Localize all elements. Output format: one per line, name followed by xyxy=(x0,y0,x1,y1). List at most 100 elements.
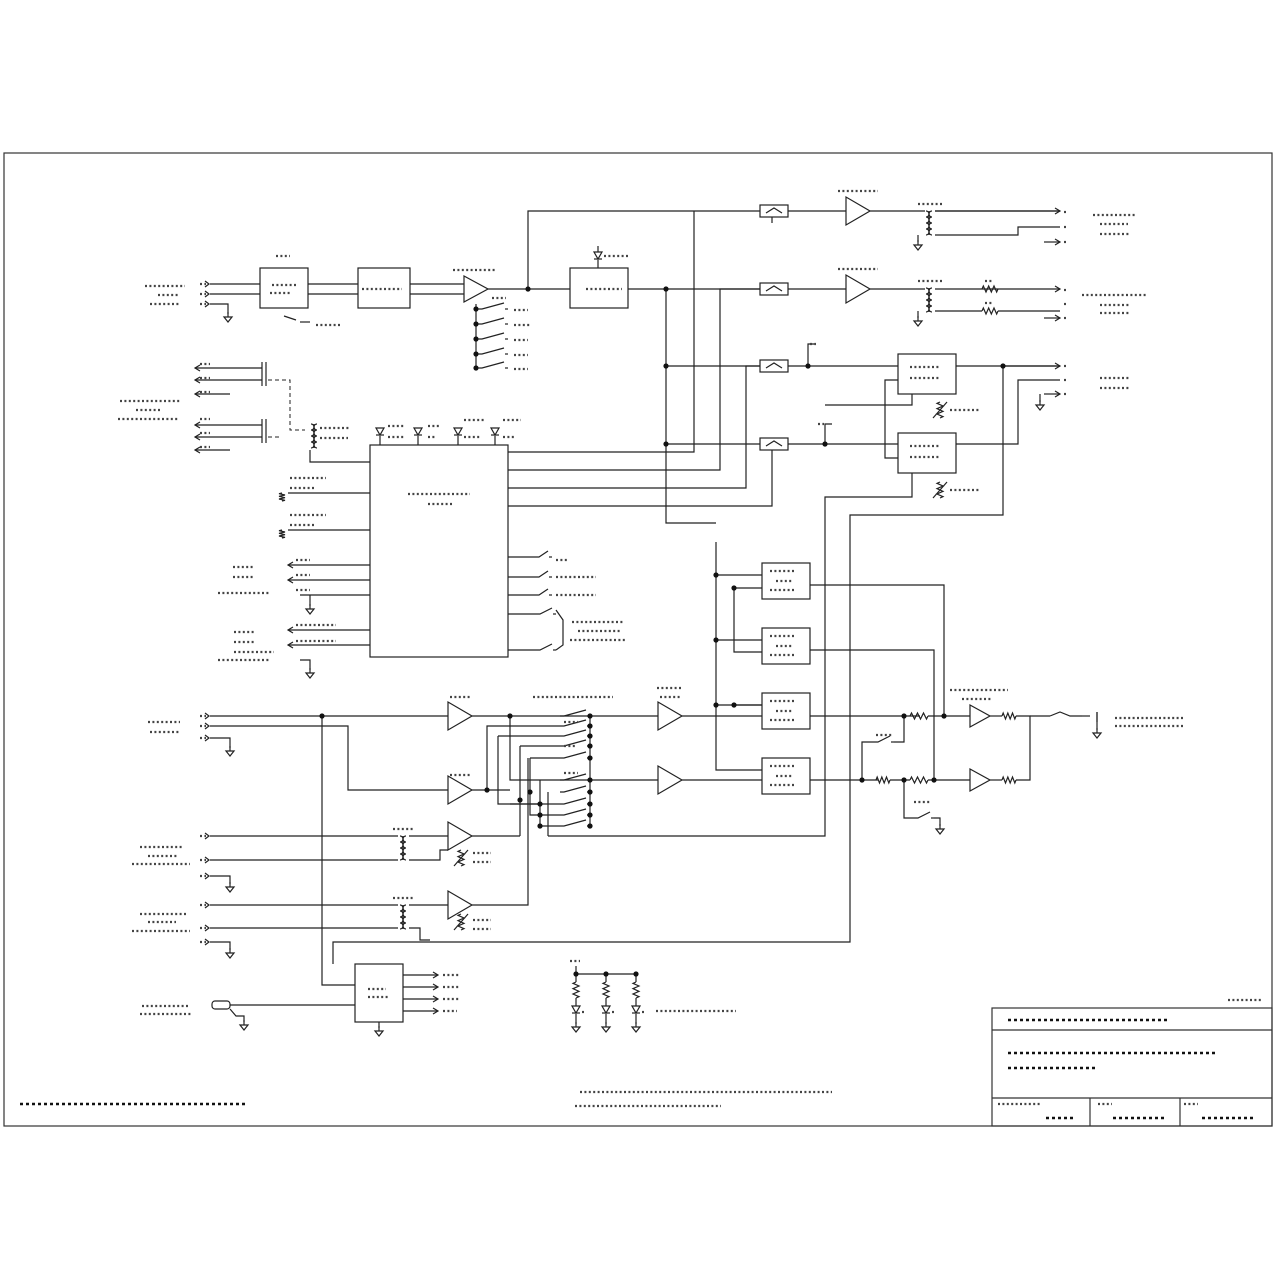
switch-symbol xyxy=(560,797,587,805)
arrow-head xyxy=(286,561,294,569)
junction-dot xyxy=(517,797,523,803)
resistor-symbol xyxy=(1001,711,1017,721)
switch-symbol xyxy=(560,819,587,827)
arrow-head xyxy=(193,446,201,454)
wire xyxy=(548,473,913,837)
arrow-head xyxy=(1054,390,1062,398)
wire xyxy=(508,288,760,471)
wire xyxy=(309,450,370,463)
wire xyxy=(1049,711,1082,717)
junction-dot xyxy=(473,306,479,312)
wire xyxy=(472,758,529,906)
junction-dot xyxy=(663,441,669,447)
transformer-coil xyxy=(399,904,404,930)
arrow-head xyxy=(1054,238,1062,246)
input-connector xyxy=(204,856,210,864)
block-box xyxy=(761,627,811,665)
amplifier-symbol xyxy=(463,274,490,304)
led-symbol xyxy=(630,1005,642,1015)
wire xyxy=(210,941,231,950)
potentiometer-arrow xyxy=(932,481,948,499)
junction-dot xyxy=(663,363,669,369)
ground-symbol xyxy=(570,1026,582,1033)
wire xyxy=(409,927,430,941)
junction-dot xyxy=(713,702,719,708)
arrow-head xyxy=(1054,314,1062,322)
arrow-head xyxy=(432,1007,440,1015)
junction-dot xyxy=(941,713,947,719)
transformer-coil xyxy=(925,287,930,313)
junction-dot xyxy=(931,777,937,783)
switch-symbol xyxy=(478,302,505,310)
ground-symbol xyxy=(224,886,236,893)
wire xyxy=(508,444,773,507)
wire xyxy=(894,716,905,743)
amplifier-symbol xyxy=(657,700,684,732)
switch-symbol xyxy=(560,773,587,781)
amplifier-symbol xyxy=(969,767,992,793)
transformer-coil xyxy=(402,904,407,930)
wire xyxy=(486,725,560,790)
switch-symbol xyxy=(874,735,891,743)
relay-contact xyxy=(765,207,783,214)
junction-dot xyxy=(484,787,490,793)
wire xyxy=(210,737,231,748)
wire xyxy=(935,226,1060,236)
led-symbol xyxy=(570,1005,582,1015)
led-symbol xyxy=(374,427,386,437)
junction-dot xyxy=(537,812,543,818)
junction-dot xyxy=(731,585,737,591)
title-block-frame xyxy=(991,1007,1273,1127)
junction-dot xyxy=(587,812,593,818)
wire xyxy=(332,366,1004,964)
junction-dot xyxy=(713,637,719,643)
junction-dot xyxy=(473,351,479,357)
arrow-head xyxy=(286,626,294,634)
switch-symbol xyxy=(560,785,587,793)
input-connector xyxy=(204,280,210,288)
ground-symbol xyxy=(1091,732,1103,739)
junction-dot xyxy=(822,441,828,447)
ground-symbol xyxy=(373,1030,385,1037)
arrow-head xyxy=(1054,285,1062,293)
transformer-coil xyxy=(928,210,933,236)
wire xyxy=(903,780,914,819)
transformer-coil xyxy=(313,423,318,449)
amplifier-symbol xyxy=(447,820,474,852)
resistor-symbol xyxy=(631,981,641,999)
ground-symbol xyxy=(1034,404,1046,411)
wire xyxy=(229,1008,245,1022)
resistor-symbol xyxy=(278,492,286,502)
junction-dot xyxy=(587,755,593,761)
switch-symbol xyxy=(535,570,549,578)
ground-symbol xyxy=(222,316,234,323)
ground-symbol xyxy=(238,1024,250,1031)
components xyxy=(193,195,1103,1037)
switch-symbol xyxy=(560,719,587,727)
junction-dot xyxy=(587,789,593,795)
sheet-frame xyxy=(3,152,1273,1127)
ground-symbol xyxy=(224,952,236,959)
block-box xyxy=(259,267,309,309)
wire xyxy=(810,584,945,716)
amplifier-symbol xyxy=(969,703,992,729)
switch-symbol xyxy=(914,811,931,819)
wire xyxy=(283,315,297,321)
wire xyxy=(824,423,832,444)
ground-symbol xyxy=(304,608,316,615)
amplifier-symbol xyxy=(447,889,474,921)
wire xyxy=(807,343,816,366)
wire xyxy=(529,758,560,816)
wire xyxy=(884,379,898,459)
junction-dot xyxy=(587,777,593,783)
relay-contact xyxy=(765,440,783,447)
amplifier-symbol xyxy=(447,774,474,806)
arrow-head xyxy=(193,390,201,398)
transformer-coil xyxy=(402,835,407,861)
wire xyxy=(210,303,229,314)
junction-dot xyxy=(587,823,593,829)
arrow-head xyxy=(286,641,294,649)
input-connector xyxy=(204,901,210,909)
junction-dot xyxy=(473,365,479,371)
block-box xyxy=(759,437,789,451)
